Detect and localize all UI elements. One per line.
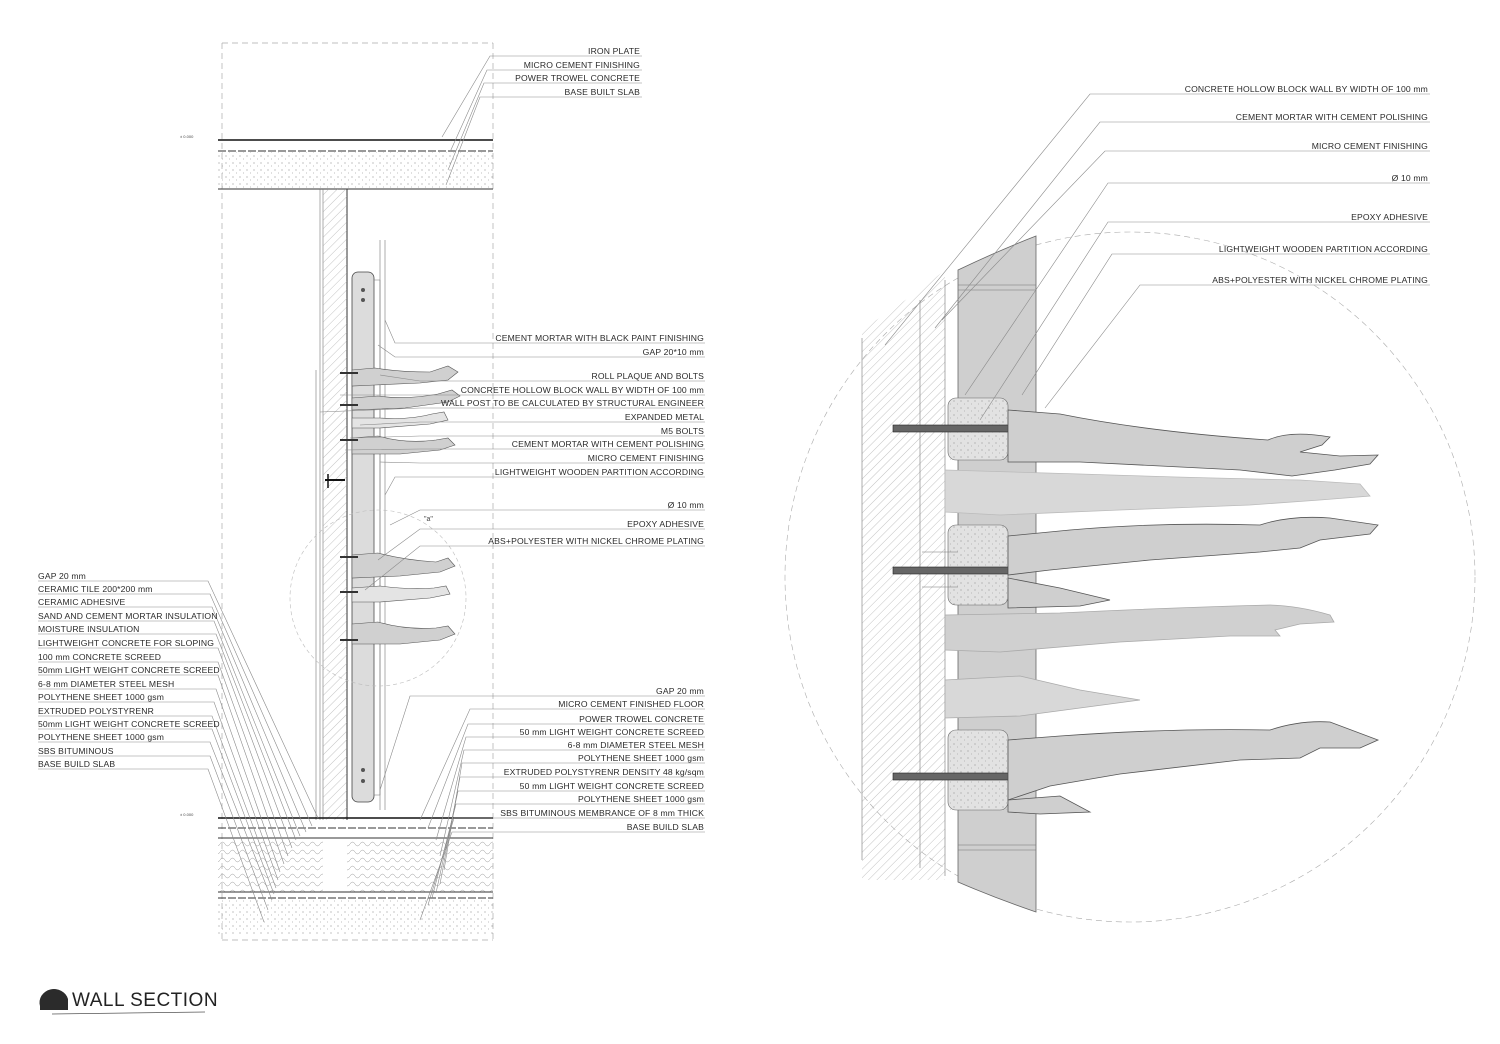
label-left-11: 50mm LIGHT WEIGHT CONCRETE SCREED [38, 719, 220, 729]
label-br-10: BASE BUILD SLAB [627, 822, 704, 832]
drawing-title: WALL SECTION [39, 989, 218, 1015]
label-br-9: SBS BITUMINOUS MEMBRANCE OF 8 mm THICK [500, 808, 704, 818]
title-text: WALL SECTION [72, 990, 218, 1011]
detail-label-3: Ø 10 mm [1392, 173, 1428, 183]
detail-label-5: LIGHTWEIGHT WOODEN PARTITION ACCORDING [1219, 244, 1428, 254]
label-left-14: BASE BUILD SLAB [38, 759, 115, 769]
label-mid2-2: ABS+POLYESTER WITH NICKEL CHROME PLATING [488, 536, 704, 546]
section-drawing: ± 0.000 [38, 42, 705, 941]
label-left-8: 6-8 mm DIAMETER STEEL MESH [38, 679, 174, 689]
leaders-bottom-right [379, 695, 705, 921]
label-mid2-1: EPOXY ADHESIVE [627, 519, 704, 529]
arm-sculptures-upper [340, 365, 461, 455]
label-br-5: POLYTHENE SHEET 1000 gsm [578, 753, 704, 763]
svg-text:± 0.000: ± 0.000 [180, 134, 194, 139]
label-left-12: POLYTHENE SHEET 1000 gsm [38, 732, 164, 742]
arm-sculptures-detail [944, 409, 1380, 815]
detail-drawing: CONCRETE HOLLOW BLOCK WALL BY WIDTH OF 1… [784, 84, 1476, 923]
detail-leaders [884, 93, 1430, 421]
label-br-3: 50 mm LIGHT WEIGHT CONCRETE SCREED [520, 727, 704, 737]
label-left-10: EXTRUDED POLYSTYRENR [38, 706, 154, 716]
label-left-3: SAND AND CEMENT MORTAR INSULATION [38, 611, 218, 621]
mounting-pads [947, 397, 1009, 811]
label-mid-7: CEMENT MORTAR WITH CEMENT POLISHING [512, 439, 704, 449]
label-left-4: MOISTURE INSULATION [38, 624, 140, 634]
label-left-2: CERAMIC ADHESIVE [38, 597, 126, 607]
svg-text:± 0.000: ± 0.000 [180, 812, 194, 817]
dimension-tags [922, 551, 958, 588]
label-br-4: 6-8 mm DIAMETER STEEL MESH [568, 740, 704, 750]
label-br-8: POLYTHENE SHEET 1000 gsm [578, 794, 704, 804]
label-iron-plate: IRON PLATE [588, 46, 640, 56]
top-slab: ± 0.000 [180, 134, 493, 190]
label-mid-4: WALL POST TO BE CALCULATED BY STRUCTURAL… [441, 398, 704, 408]
label-mid-3: CONCRETE HOLLOW BLOCK WALL BY WIDTH OF 1… [461, 385, 704, 395]
leaders-left [38, 580, 319, 923]
label-mid-2: ROLL PLAQUE AND BOLTS [591, 371, 704, 381]
detail-label-1: CEMENT MORTAR WITH CEMENT POLISHING [1236, 112, 1428, 122]
bottom-slab: ± 0.000 [180, 812, 493, 935]
detail-marker: "a" [424, 516, 433, 523]
label-left-5: LIGHTWEIGHT CONCRETE FOR SLOPING [38, 638, 214, 648]
label-mid-8: MICRO CEMENT FINISHING [588, 453, 704, 463]
detail-label-4: EPOXY ADHESIVE [1351, 212, 1428, 222]
label-mid-9: LIGHTWEIGHT WOODEN PARTITION ACCORDING [495, 467, 704, 477]
label-micro-cement-finishing: MICRO CEMENT FINISHING [524, 60, 640, 70]
label-br-0: GAP 20 mm [656, 686, 704, 696]
label-base-built-slab: BASE BUILT SLAB [565, 87, 641, 97]
label-left-7: 50mm LIGHT WEIGHT CONCRETE SCREED [38, 665, 220, 675]
label-power-trowel-concrete: POWER TROWEL CONCRETE [515, 73, 640, 83]
label-mid2-0: Ø 10 mm [668, 500, 704, 510]
detail-label-2: MICRO CEMENT FINISHING [1312, 141, 1428, 151]
leaders-mid [319, 319, 705, 591]
detail-label-6: ABS+POLYESTER WITH NICKEL CHROME PLATING [1212, 275, 1428, 285]
label-left-6: 100 mm CONCRETE SCREED [38, 652, 161, 662]
label-left-1: CERAMIC TILE 200*200 mm [38, 584, 153, 594]
label-mid-0: CEMENT MORTAR WITH BLACK PAINT FINISHING [495, 333, 704, 343]
label-br-7: 50 mm LIGHT WEIGHT CONCRETE SCREED [520, 781, 704, 791]
label-mid-5: EXPANDED METAL [625, 412, 704, 422]
detail-label-0: CONCRETE HOLLOW BLOCK WALL BY WIDTH OF 1… [1185, 84, 1428, 94]
wall-column [315, 189, 386, 820]
arm-sculptures-lower [340, 552, 456, 645]
label-mid-6: M5 BOLTS [661, 426, 704, 436]
leaders-top [441, 55, 642, 186]
label-left-0: GAP 20 mm [38, 571, 86, 581]
label-br-6: EXTRUDED POLYSTYRENR DENSITY 48 kg/sqm [504, 767, 704, 777]
label-br-2: POWER TROWEL CONCRETE [579, 714, 704, 724]
label-mid-1: GAP 20*10 mm [643, 347, 704, 357]
label-left-13: SBS BITUMINOUS [38, 746, 114, 756]
label-left-9: POLYTHENE SHEET 1000 gsm [38, 692, 164, 702]
label-br-1: MICRO CEMENT FINISHED FLOOR [558, 699, 704, 709]
